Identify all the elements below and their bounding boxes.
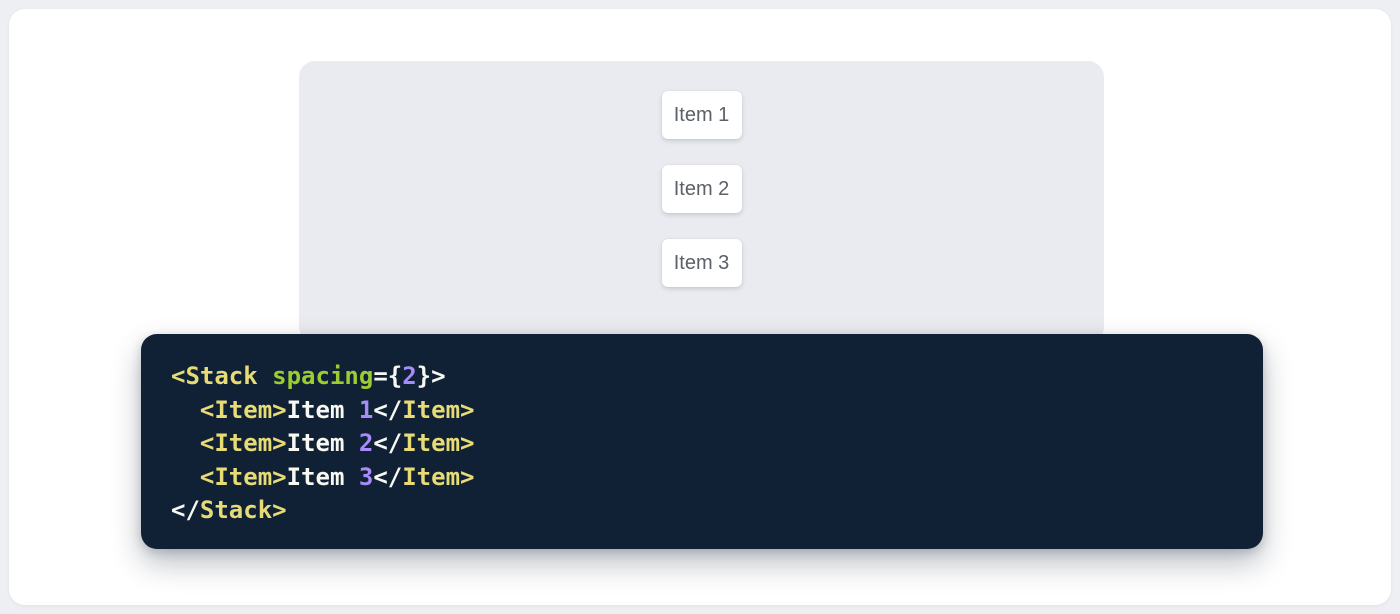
code-content: <Stack spacing={2}> <Item>Item 1</Item> … — [171, 360, 1239, 528]
stack-item: Item 1 — [661, 91, 742, 139]
stack-item: Item 3 — [661, 239, 742, 287]
code-line: <Item>Item 1</Item> — [199, 395, 475, 424]
stack-container: Item 1 Item 2 Item 3 — [299, 91, 1104, 287]
code-line: </Stack> — [171, 496, 287, 524]
code-line: <Stack spacing={2}> — [171, 362, 446, 390]
demo-preview-panel: Item 1 Item 2 Item 3 — [299, 61, 1104, 343]
code-line: <Item>Item 3</Item> — [199, 462, 475, 491]
code-block[interactable]: <Stack spacing={2}> <Item>Item 1</Item> … — [141, 334, 1263, 549]
stack-item: Item 2 — [661, 165, 742, 213]
page-card: Item 1 Item 2 Item 3 <Stack spacing={2}> <… — [9, 9, 1391, 605]
code-line: <Item>Item 2</Item> — [199, 429, 475, 457]
